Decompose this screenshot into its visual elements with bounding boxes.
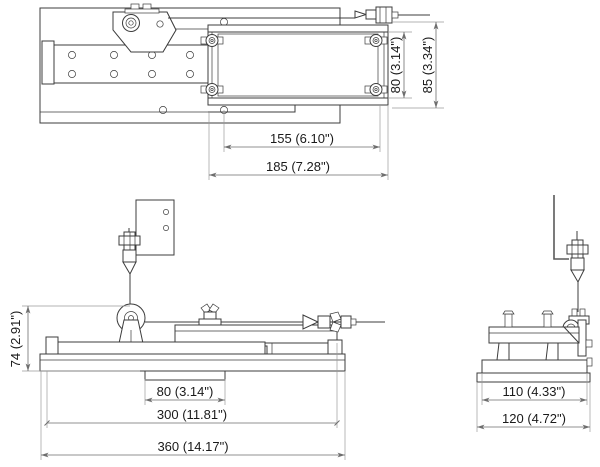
front-view-collet-tip <box>122 261 137 276</box>
dimension-185: 185 (7.28") <box>208 105 389 180</box>
dimension-85-label: 85 (3.34") <box>420 37 435 94</box>
dimension-85: 85 (3.34") <box>392 21 444 109</box>
top-view-tensioner-nut <box>375 6 393 24</box>
dimension-300: 300 (11.81") <box>44 343 340 428</box>
top-view-tensioner-barrel <box>365 9 377 20</box>
dimension-120-label: 120 (4.72") <box>502 411 566 426</box>
front-view-tensioner-cone <box>302 314 320 330</box>
top-view-tensioner-tip <box>391 11 399 19</box>
front-view-roller-assembly <box>116 303 146 349</box>
top-view-corner-fastener-tl <box>200 34 224 47</box>
dimension-80-top: 80 (3.14") <box>388 31 412 99</box>
dimension-360: 360 (14.17") <box>40 371 346 460</box>
front-view-lower-rail <box>54 341 266 355</box>
front-view-collet-stack <box>118 228 141 307</box>
top-view-group: 80 (3.14") 85 (3.34") 155 (6.10") 185 (7… <box>39 3 444 180</box>
side-view-overhead-arm <box>553 195 569 260</box>
side-view-group: 110 (4.33") 120 (4.72") <box>476 195 593 432</box>
dimension-185-label: 185 (7.28") <box>266 159 330 174</box>
top-view-tensioner-cone <box>354 10 368 19</box>
side-view-base-tab <box>586 357 593 367</box>
front-view-base-plate <box>39 353 346 372</box>
dimension-155: 155 (6.10") <box>223 105 381 152</box>
top-view-corner-fastener-br <box>364 83 388 96</box>
front-view-lower-rail-endcap <box>45 336 59 355</box>
side-view-leg-left <box>496 342 510 361</box>
top-view-bracket-tab-bar <box>124 8 160 14</box>
front-view-wing-nut <box>198 303 222 326</box>
side-view-stud-left <box>502 310 515 328</box>
front-view-group: 74 (2.91") 80 (3.14") 300 (11.81") 360 (… <box>8 199 385 460</box>
front-view-collet-sleeve <box>122 249 137 263</box>
side-view-collet-stack <box>566 231 589 312</box>
dimension-120: 120 (4.72") <box>476 382 591 432</box>
dimension-74: 74 (2.91") <box>8 305 140 372</box>
side-view-base-plate-lower <box>476 372 591 383</box>
top-view-clamp-frame-top-rail <box>207 24 389 33</box>
side-view-clamp-chamfer <box>563 326 580 344</box>
dimension-80-front: 80 (3.14") <box>144 379 226 405</box>
side-view-base-plate <box>481 359 588 374</box>
side-view-stud-right <box>541 310 554 328</box>
front-view-tensioner-barrel <box>317 315 331 329</box>
dimension-110-label: 110 (4.33") <box>503 384 566 399</box>
dimension-80-top-label: 80 (3.14") <box>388 37 403 94</box>
front-view-tensioner-nut <box>340 315 352 329</box>
dimension-74-label: 74 (2.91") <box>8 311 23 368</box>
top-view-clamp-opening <box>217 33 379 97</box>
dimension-80-front-label: 80 (3.14") <box>157 384 214 399</box>
dimension-360-label: 360 (14.17") <box>157 439 228 454</box>
front-view-wing-nut-base <box>198 318 222 326</box>
side-view-leg-right <box>545 342 559 361</box>
dimension-155-label: 155 (6.10") <box>270 131 334 146</box>
top-view-pivot-boss <box>122 14 140 32</box>
front-view-slide-rail <box>174 324 338 344</box>
top-view-lower-plate-edge <box>208 105 296 113</box>
dimension-300-label: 300 (11.81") <box>157 407 227 422</box>
side-view-collet-nut <box>566 244 589 255</box>
front-view-tensioner <box>302 311 385 333</box>
side-view-collet-sleeve <box>570 257 585 271</box>
front-view-wing-nut-body <box>203 311 217 320</box>
top-view-corner-fastener-tr <box>364 34 388 47</box>
front-view-mount-plate <box>135 199 175 256</box>
front-view-mount-hole-2 <box>163 225 169 231</box>
front-view-base-foot <box>144 370 226 381</box>
front-view-mount-hole-1 <box>163 209 169 215</box>
top-view-corner-fastener-bl <box>200 83 224 96</box>
dimension-110: 110 (4.33") <box>481 373 588 405</box>
top-view-clamp-frame-bot-rail <box>207 97 389 106</box>
top-view-end-flange <box>41 40 55 85</box>
top-view-tensioner <box>354 6 430 24</box>
side-view-pivot-tab <box>585 339 593 348</box>
side-view-collet-tip <box>570 269 585 284</box>
front-view-collet-nut <box>118 235 141 246</box>
side-view-clamp-plate <box>488 326 580 344</box>
